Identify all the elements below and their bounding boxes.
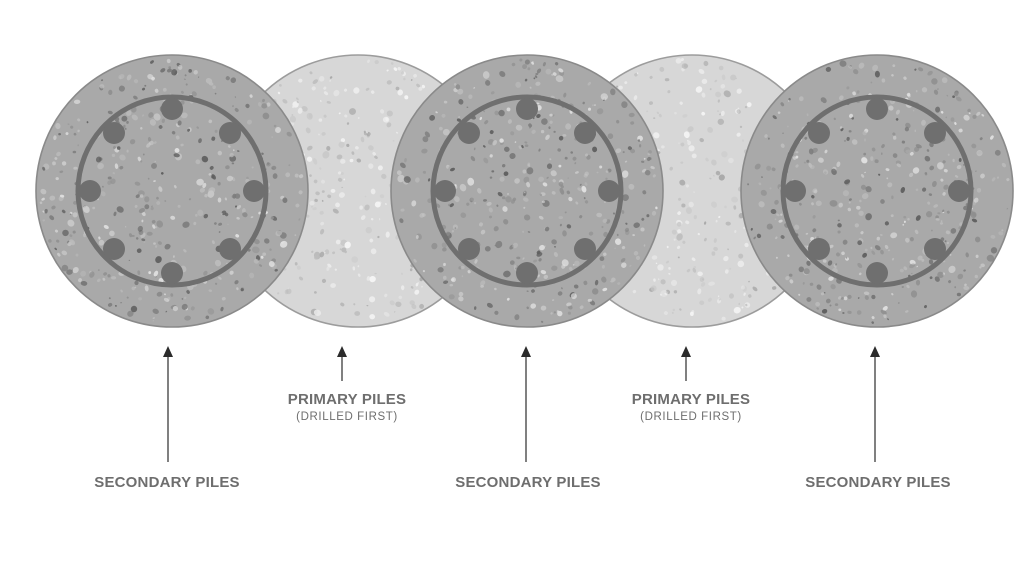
primary-piles-label-1: PRIMARY PILES — [287, 391, 407, 408]
rebar-bar — [219, 238, 241, 260]
rebar-bar — [458, 122, 480, 144]
rebar-bar — [161, 262, 183, 284]
secondary-piles-label-2: SECONDARY PILES — [455, 474, 601, 491]
rebar-bar — [243, 180, 265, 202]
primary-piles-label-2: PRIMARY PILES — [631, 391, 751, 408]
rebar-bar — [808, 122, 830, 144]
rebar-bar — [516, 98, 538, 120]
rebar-bar — [598, 180, 620, 202]
secondary-pile-3 — [390, 54, 664, 328]
rebar-bar — [866, 98, 888, 120]
primary-piles-note-2: (DRILLED FIRST) — [640, 411, 742, 423]
rebar-bar — [574, 238, 596, 260]
rebar-bar — [948, 180, 970, 202]
arrow-head-icon — [337, 346, 347, 357]
rebar-bar — [103, 122, 125, 144]
rebar-bar — [808, 238, 830, 260]
primary-piles-note-1: (DRILLED FIRST) — [296, 411, 398, 423]
arrow-head-icon — [681, 346, 691, 357]
rebar-bar — [219, 122, 241, 144]
secondary-piles-label-1: SECONDARY PILES — [94, 474, 240, 491]
arrow-head-icon — [870, 346, 880, 357]
rebar-cage-ring-5 — [780, 94, 974, 288]
rebar-bar — [458, 238, 480, 260]
rebar-bar — [574, 122, 596, 144]
secondary-pile-1 — [35, 54, 309, 328]
secondary-piles-label-3: SECONDARY PILES — [805, 474, 951, 491]
rebar-bar — [866, 262, 888, 284]
rebar-bar — [79, 180, 101, 202]
rebar-bar — [924, 122, 946, 144]
rebar-bar — [161, 98, 183, 120]
rebar-bar — [784, 180, 806, 202]
rebar-cage-ring-3 — [430, 94, 624, 288]
secondary-pile-5 — [740, 54, 1014, 328]
arrow-head-icon — [521, 346, 531, 357]
rebar-cage-ring-1 — [75, 94, 269, 288]
rebar-bar — [924, 238, 946, 260]
arrow-head-icon — [163, 346, 173, 357]
rebar-bar — [516, 262, 538, 284]
rebar-bar — [434, 180, 456, 202]
rebar-bar — [103, 238, 125, 260]
